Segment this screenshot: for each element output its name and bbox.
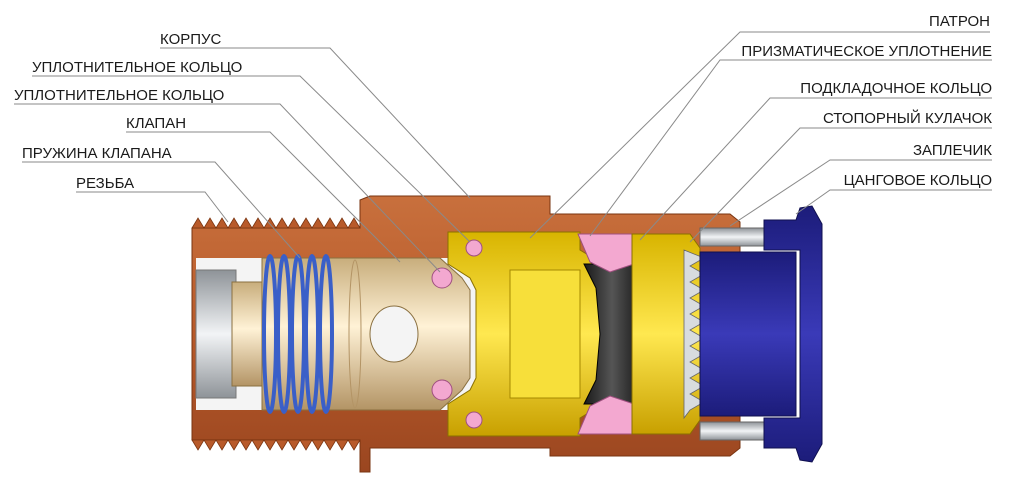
collet-ring xyxy=(763,205,823,463)
left-leader-lines xyxy=(14,47,471,273)
valve-head xyxy=(261,257,471,411)
valve xyxy=(231,257,471,411)
shoulder-top xyxy=(699,227,767,247)
leader-cam xyxy=(689,127,992,243)
shoulder-bottom xyxy=(699,421,767,441)
valve-groove xyxy=(348,259,362,409)
thread-teeth-bottom xyxy=(191,439,361,451)
washer-ring xyxy=(631,233,701,435)
leader-prism xyxy=(589,59,992,237)
inlet-pipe xyxy=(195,269,237,399)
o-ring-top-2 xyxy=(431,267,453,289)
leader-washer xyxy=(639,97,992,241)
o-ring-bottom-2 xyxy=(431,379,453,401)
o-ring-bottom-1 xyxy=(465,411,483,429)
right-labels: ПАТРОН ПРИЗМАТИЧЕСКОЕ УПЛОТНЕНИЕ ПОДКЛАД… xyxy=(741,13,992,189)
prismatic-seal-top xyxy=(577,233,641,273)
leader-korpus xyxy=(160,47,471,199)
label-ring1: УПЛОТНИТЕЛЬНОЕ КОЛЬЦО xyxy=(32,59,242,76)
label-ring2: УПЛОТНИТЕЛЬНОЕ КОЛЬЦО xyxy=(14,87,224,104)
cartridge xyxy=(447,231,601,437)
label-korpus: КОРПУС xyxy=(160,31,222,48)
label-valve: КЛАПАН xyxy=(126,115,186,132)
valve-spring xyxy=(262,254,334,414)
leader-spring xyxy=(22,161,301,259)
leader-collet xyxy=(795,189,992,215)
label-washer: ПОДКЛАДОЧНОЕ КОЛЬЦО xyxy=(800,80,992,97)
right-leader-lines xyxy=(529,31,992,243)
valve-hole xyxy=(369,305,419,363)
spring-coil xyxy=(318,254,334,414)
leader-ring2 xyxy=(14,103,441,273)
label-cam: СТОПОРНЫЙ КУЛАЧОК xyxy=(823,109,992,127)
leader-patron xyxy=(529,31,990,239)
label-prism: ПРИЗМАТИЧЕСКОЕ УПЛОТНЕНИЕ xyxy=(741,43,992,60)
left-labels: КОРПУС УПЛОТНИТЕЛЬНОЕ КОЛЬЦО УПЛОТНИТЕЛЬ… xyxy=(14,31,242,192)
leader-valve xyxy=(126,131,401,263)
cartridge-inner xyxy=(509,269,581,399)
inserted-pipe xyxy=(699,251,797,417)
label-thread: РЕЗЬБА xyxy=(76,175,134,192)
label-patron: ПАТРОН xyxy=(929,13,990,30)
label-collet: ЦАНГОВОЕ КОЛЬЦО xyxy=(844,172,992,189)
prismatic-seal-bottom xyxy=(577,395,641,435)
label-spring: ПРУЖИНА КЛАПАНА xyxy=(22,145,172,162)
o-ring-top-1 xyxy=(465,239,483,257)
thread-teeth-top xyxy=(191,217,361,229)
leader-ring1 xyxy=(32,75,471,243)
leader-shoulder xyxy=(729,159,992,227)
leader-thread xyxy=(76,191,229,223)
label-shoulder: ЗАПЛЕЧИК xyxy=(913,142,992,159)
